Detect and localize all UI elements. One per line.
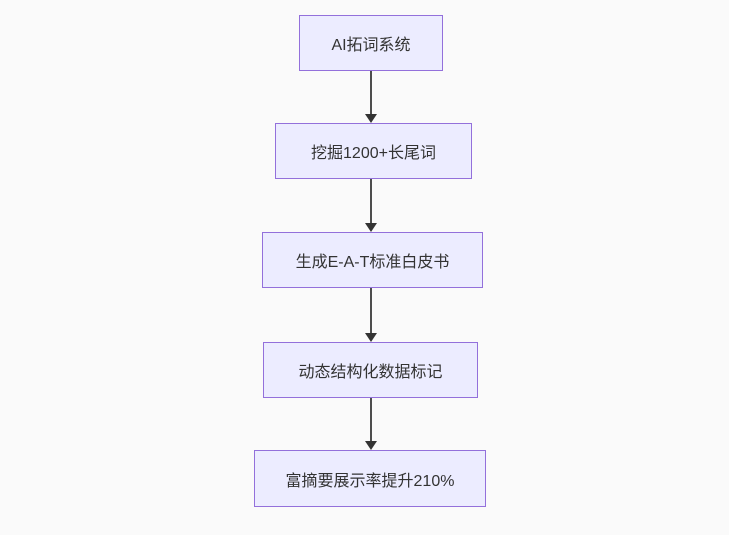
arrowhead-down-icon <box>365 441 377 450</box>
flow-arrow-b-c <box>364 179 378 232</box>
flow-node-longtail-keywords: 挖掘1200+长尾词 <box>275 123 472 179</box>
arrowhead-down-icon <box>365 223 377 232</box>
flow-node-rich-snippet-rate: 富摘要展示率提升210% <box>254 450 486 507</box>
flow-node-structured-data-markup: 动态结构化数据标记 <box>263 342 478 398</box>
flow-node-label: 生成E-A-T标准白皮书 <box>295 254 450 271</box>
arrow-line <box>370 179 372 223</box>
arrow-line <box>370 288 372 333</box>
arrow-line <box>370 398 372 441</box>
arrowhead-down-icon <box>365 114 377 123</box>
flow-node-label: 富摘要展示率提升210% <box>285 472 455 490</box>
arrowhead-down-icon <box>365 333 377 342</box>
flow-arrow-c-d <box>364 288 378 342</box>
flow-arrow-d-e <box>364 398 378 450</box>
flow-node-label: 挖掘1200+长尾词 <box>311 145 436 162</box>
flow-node-label: AI拓词系统 <box>331 37 411 54</box>
flow-arrow-a-b <box>364 71 378 123</box>
flow-node-label: 动态结构化数据标记 <box>298 364 443 381</box>
flow-node-ai-keyword-system: AI拓词系统 <box>299 15 443 71</box>
flow-node-eat-whitepaper: 生成E-A-T标准白皮书 <box>262 232 483 288</box>
arrow-line <box>370 71 372 114</box>
